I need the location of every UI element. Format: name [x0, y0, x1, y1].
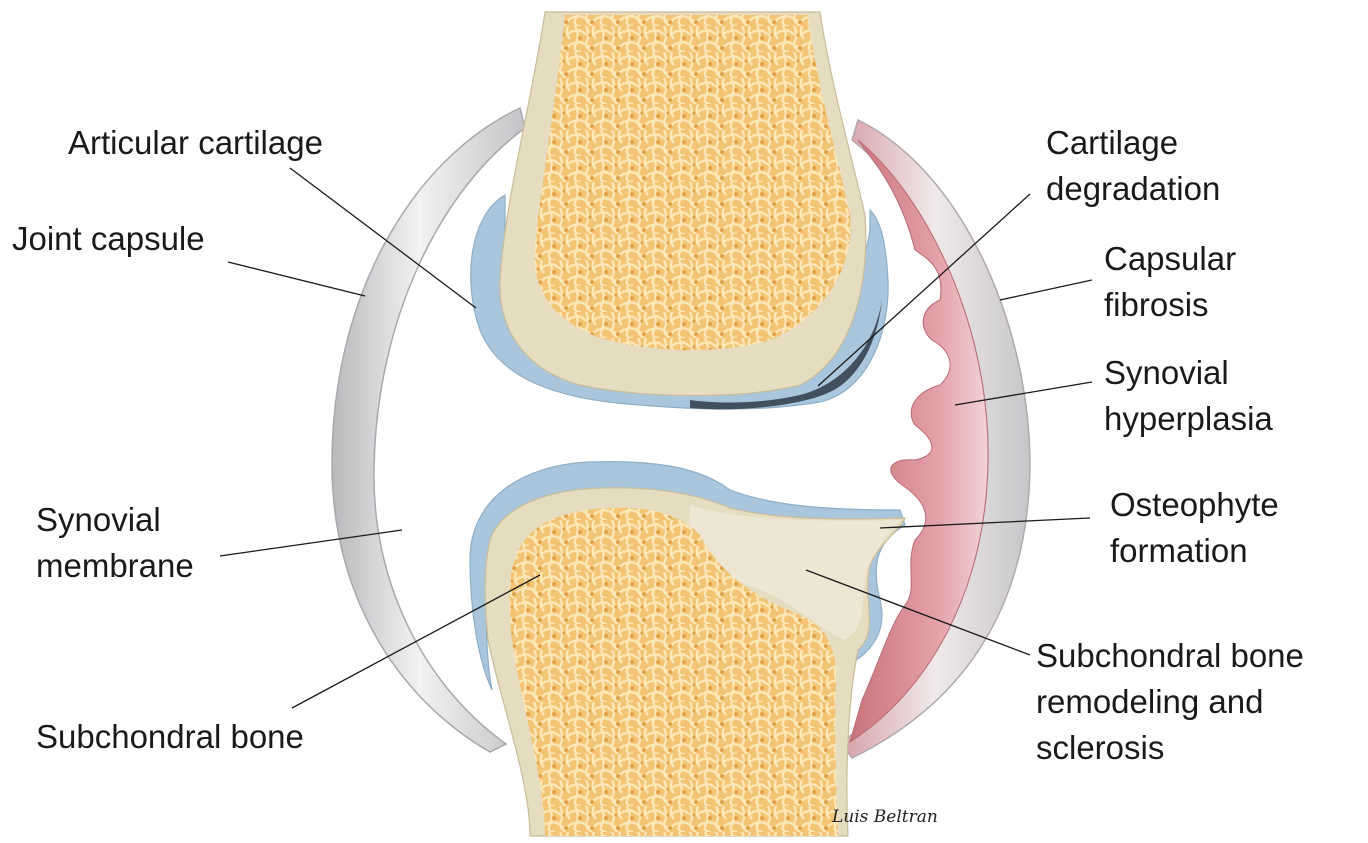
label-articular-cartilage: Articular cartilage	[68, 120, 323, 166]
artist-signature: Luis Beltran	[831, 807, 938, 827]
label-line: Synovial	[36, 497, 194, 543]
upper-trabecular-bone	[534, 15, 850, 350]
label-line: remodeling and	[1036, 679, 1304, 725]
label-line: membrane	[36, 543, 194, 589]
label-line: sclerosis	[1036, 725, 1304, 771]
label-text: Subchondral bone	[36, 714, 304, 760]
label-cartilage-degradation: Cartilage degradation	[1046, 120, 1220, 212]
label-line: Synovial	[1104, 350, 1273, 396]
label-capsular-fibrosis: Capsular fibrosis	[1104, 236, 1236, 328]
label-text: Joint capsule	[12, 216, 205, 262]
label-line: Capsular	[1104, 236, 1236, 282]
label-text: Articular cartilage	[68, 120, 323, 166]
leader-joint-capsule	[228, 262, 365, 296]
label-synovial-membrane: Synovial membrane	[36, 497, 194, 589]
label-line: Osteophyte	[1110, 482, 1279, 528]
label-synovial-hyperplasia: Synovial hyperplasia	[1104, 350, 1273, 442]
label-line: degradation	[1046, 166, 1220, 212]
label-osteophyte-formation: Osteophyte formation	[1110, 482, 1279, 574]
label-line: formation	[1110, 528, 1279, 574]
label-line: Subchondral bone	[1036, 633, 1304, 679]
label-joint-capsule: Joint capsule	[12, 216, 205, 262]
label-line: hyperplasia	[1104, 396, 1273, 442]
leader-capsular-fibrosis	[1000, 280, 1092, 300]
label-subchondral-bone: Subchondral bone	[36, 714, 304, 760]
label-line: Cartilage	[1046, 120, 1220, 166]
label-line: fibrosis	[1104, 282, 1236, 328]
label-subchondral-remodeling: Subchondral bone remodeling and sclerosi…	[1036, 633, 1304, 771]
